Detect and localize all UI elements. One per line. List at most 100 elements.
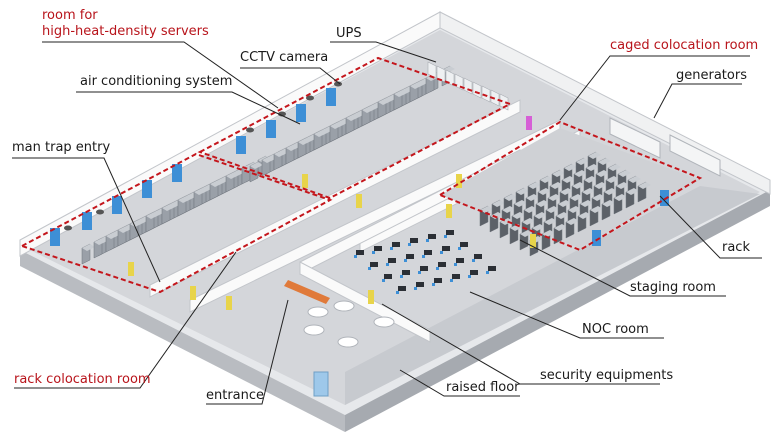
server-rack-top xyxy=(106,232,119,239)
air-conditioning-unit-icon xyxy=(50,228,60,246)
workstation-icon xyxy=(416,282,424,287)
server-rack-top xyxy=(598,158,611,165)
server-rack-top xyxy=(570,194,583,201)
server-rack-top xyxy=(298,138,311,145)
server-rack-top xyxy=(394,90,407,97)
lounge-tables xyxy=(303,300,395,348)
door-icon xyxy=(526,116,532,130)
label-generators: generators xyxy=(676,68,747,83)
door-icon xyxy=(302,174,308,188)
noc-workstations xyxy=(354,230,496,294)
workstation-icon xyxy=(398,286,406,291)
workstation-icon xyxy=(428,234,436,239)
workstation-chair xyxy=(454,263,457,266)
server-rack-top xyxy=(586,164,599,171)
air-conditioning-unit-icon xyxy=(266,120,276,138)
ups-cabinets xyxy=(427,61,509,111)
workstation-chair xyxy=(404,259,407,262)
server-rack-top xyxy=(502,206,515,213)
workstation-chair xyxy=(472,259,475,262)
air-conditioning-unit-icon xyxy=(326,88,336,106)
air-conditioning-unit-icon xyxy=(592,230,601,246)
building-right-face xyxy=(345,190,770,432)
workstation-icon xyxy=(410,238,418,243)
server-rack-top xyxy=(492,200,505,207)
table-icon xyxy=(307,306,329,318)
server-rack-top xyxy=(572,182,585,189)
server-rack-top xyxy=(584,176,597,183)
label-raised-floor: raised floor xyxy=(446,380,520,395)
workstation-chair xyxy=(436,267,439,270)
server-rack-top xyxy=(526,194,539,201)
server-rack-top xyxy=(500,218,513,225)
workstation-icon xyxy=(442,246,450,251)
air-conditioning-unit-icon xyxy=(236,136,246,154)
label-staging-room: staging room xyxy=(630,280,716,295)
server-rack-top xyxy=(532,224,545,231)
server-rack-top xyxy=(560,188,573,195)
workstation-icon xyxy=(374,246,382,251)
air-conditioning-unit-icon xyxy=(82,212,92,230)
workstation-chair xyxy=(414,287,417,290)
server-rack-top xyxy=(538,188,551,195)
workstation-chair xyxy=(418,271,421,274)
server-rack-top xyxy=(564,164,577,171)
server-rack-top xyxy=(528,182,541,189)
leader-entrance xyxy=(206,299,289,405)
workstation-icon xyxy=(460,242,468,247)
air-conditioning-units xyxy=(50,88,669,246)
caged-rack-grid xyxy=(479,151,651,257)
server-rack-top xyxy=(540,176,553,183)
server-rack-top xyxy=(576,158,589,165)
workstation-icon xyxy=(370,262,378,267)
workstation-chair xyxy=(386,263,389,266)
server-rack-top xyxy=(536,200,549,207)
workstation-icon xyxy=(392,242,400,247)
label-security-equipments: security equipments xyxy=(540,368,674,383)
server-rack-top xyxy=(544,218,557,225)
server-rack-top xyxy=(314,130,327,137)
server-rack-top xyxy=(546,206,559,213)
cctv-camera-icon xyxy=(96,209,104,215)
server-rack-top xyxy=(616,182,629,189)
server-rack-top xyxy=(556,212,569,219)
server-rack-top xyxy=(548,194,561,201)
server-rack-top xyxy=(604,188,617,195)
server-rack-top xyxy=(552,170,565,177)
server-rack-top xyxy=(82,244,95,251)
server-rack-top xyxy=(534,212,547,219)
workstation-chair xyxy=(390,247,393,250)
door-icon xyxy=(226,296,232,310)
server-rack-top xyxy=(226,172,239,179)
server-rack-top xyxy=(274,150,287,157)
workstation-icon xyxy=(470,270,478,275)
workstation-chair xyxy=(400,275,403,278)
workstation-icon xyxy=(474,254,482,259)
air-conditioning-unit-icon xyxy=(172,164,182,182)
door-icon xyxy=(530,234,536,248)
workstation-icon xyxy=(402,270,410,275)
leader-raised-floor xyxy=(399,369,520,397)
server-rack-top xyxy=(568,206,581,213)
server-rack-top xyxy=(638,182,651,189)
workstation-icon xyxy=(424,250,432,255)
workstation-chair xyxy=(440,251,443,254)
workstation-icon xyxy=(420,266,428,271)
leader-cctv xyxy=(240,67,341,85)
server-rack-top xyxy=(574,170,587,177)
server-rack-top xyxy=(480,206,493,213)
cctv-camera-icon xyxy=(278,111,286,117)
server-rack-top xyxy=(146,212,159,219)
server-rack-top xyxy=(378,98,391,105)
workstation-chair xyxy=(486,271,489,274)
table-icon xyxy=(337,336,359,348)
corridor-wall-a xyxy=(149,99,521,298)
label-high-heat-line1: room for xyxy=(42,8,98,23)
server-rack-top xyxy=(542,230,555,237)
workstation-icon xyxy=(384,274,392,279)
air-conditioning-unit-icon xyxy=(296,104,306,122)
leader-man-trap xyxy=(12,157,161,283)
label-high-heat-line2: high-heat-density servers xyxy=(42,24,209,39)
